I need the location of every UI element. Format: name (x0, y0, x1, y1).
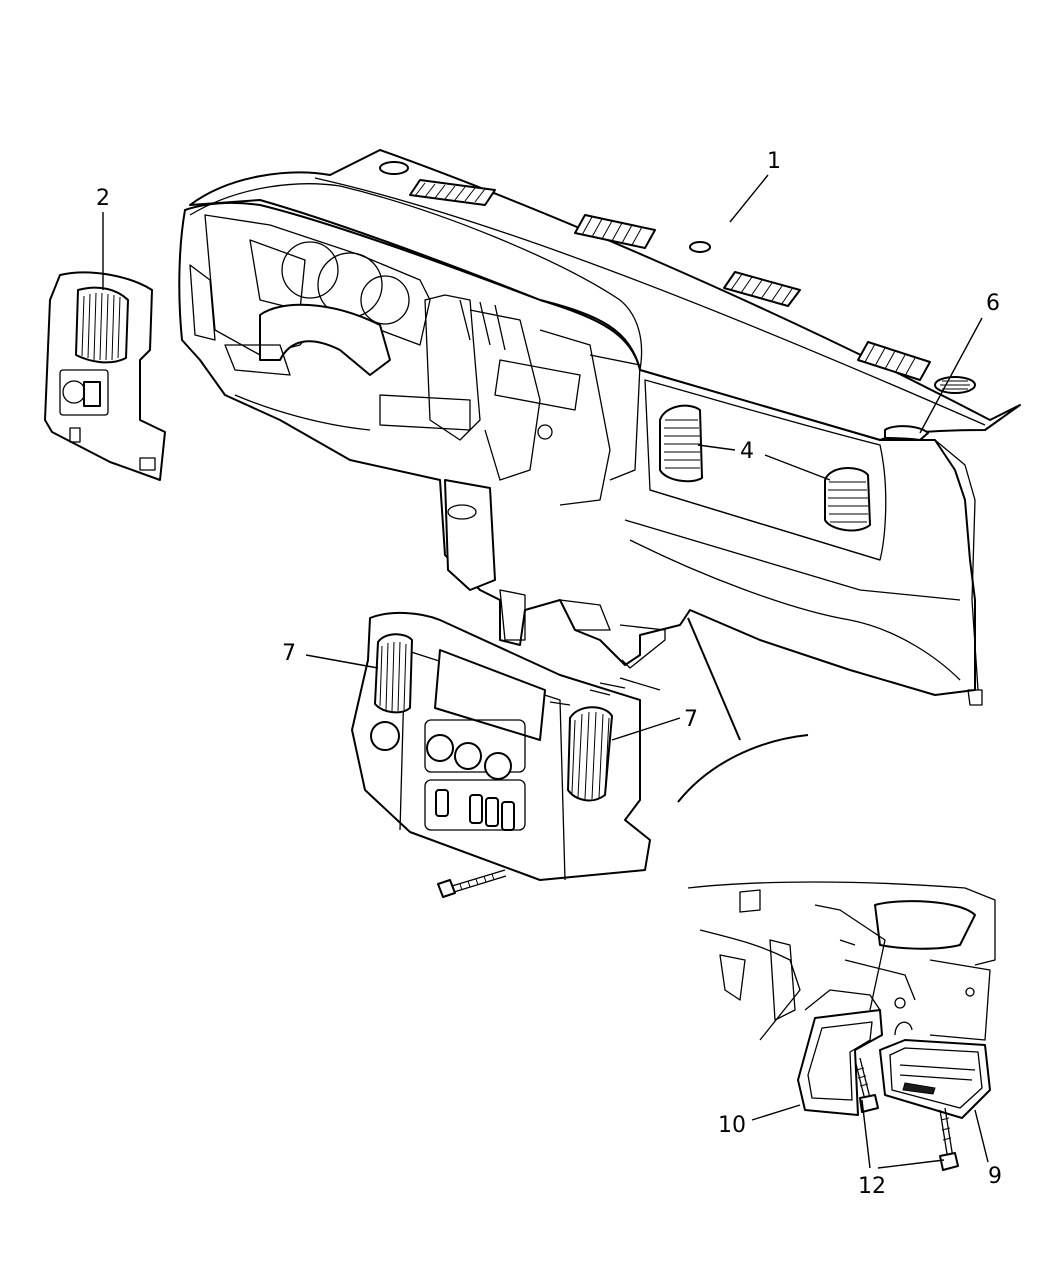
defrost-vents (379, 161, 976, 394)
callout-10: 10 (718, 1113, 746, 1138)
callout-7-right: 7 (684, 707, 698, 732)
callout-4: 4 (740, 439, 754, 464)
callout-7-left: 7 (282, 641, 296, 666)
left-bezel (44, 271, 166, 481)
bezel-screw (437, 869, 507, 898)
callout-6: 6 (986, 291, 1000, 316)
instrument-panel-assembly (178, 149, 1021, 706)
center-bezel (351, 611, 661, 898)
part-10-bracket (797, 989, 883, 1116)
part-9-bracket (879, 1021, 991, 1119)
part-12-screws (854, 1057, 959, 1171)
leader-lines (102, 174, 989, 1169)
glove-box-area (624, 379, 961, 681)
callout-9: 9 (988, 1164, 1002, 1189)
passenger-vent-outlets (659, 404, 929, 532)
callout-1: 1 (767, 149, 781, 174)
callout-labels: 1 2 4 6 7 7 9 10 12 (96, 149, 1002, 1199)
callout-2: 2 (96, 186, 110, 211)
callout-12: 12 (858, 1174, 886, 1199)
detail-inset (687, 881, 996, 1171)
center-support (379, 294, 641, 506)
